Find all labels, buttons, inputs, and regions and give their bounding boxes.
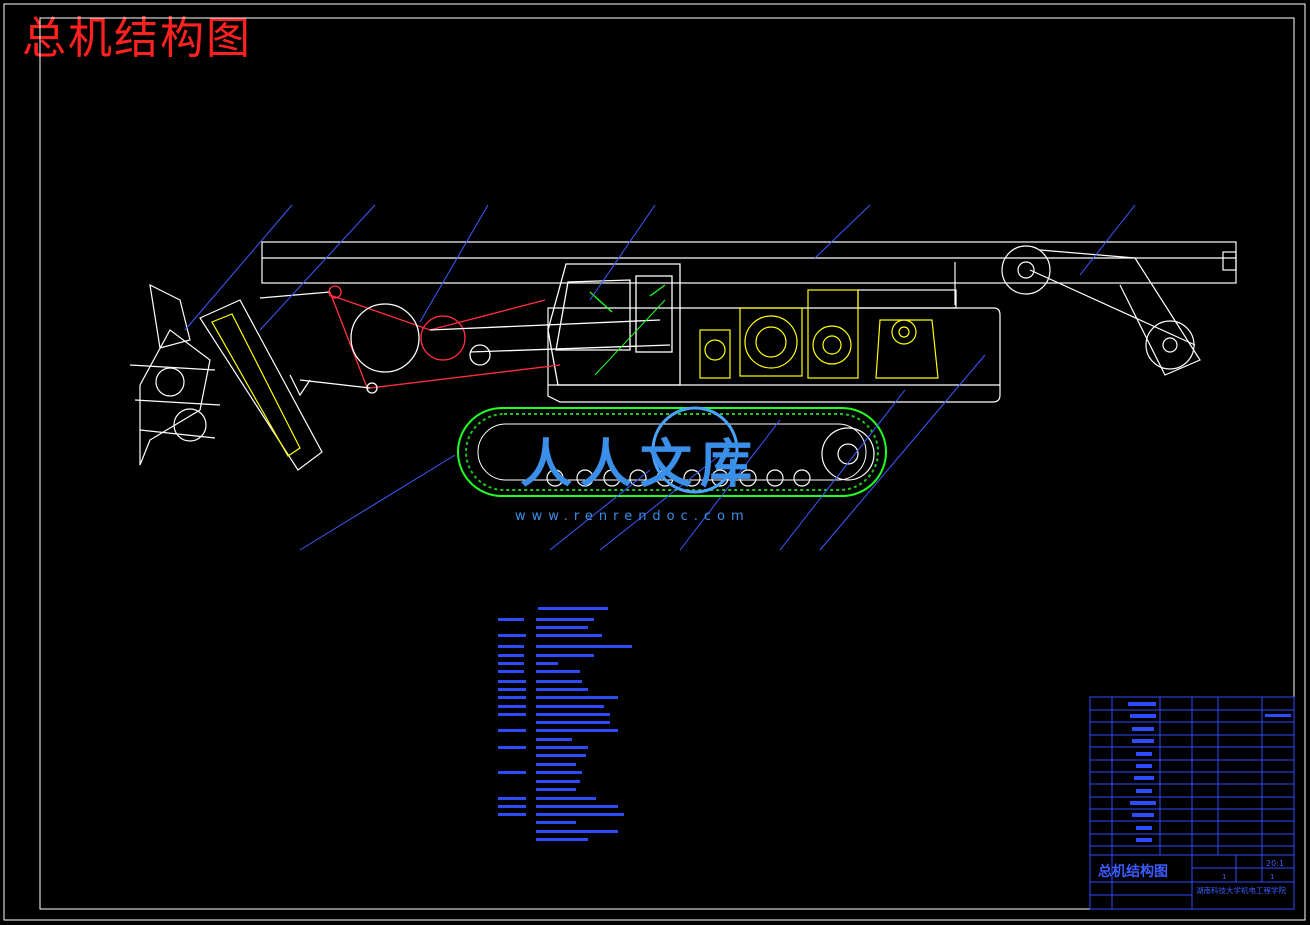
watermark: 人人文库 www.renrendoc.com (515, 406, 760, 524)
watermark-logo-text: 人人文库 (520, 435, 760, 495)
drawing-title: 总机结构图 (22, 13, 252, 64)
watermark-ring (651, 406, 739, 494)
watermark-url: www.renrendoc.com (515, 509, 750, 524)
boom-tail (1001, 245, 1201, 376)
inner-frame (39, 17, 1295, 910)
title-block-sheet-total: 1 (1270, 873, 1274, 881)
power-unit (699, 289, 939, 379)
machine-assembly (129, 204, 1237, 551)
title-block-drawing-name: 总机结构图 (1098, 863, 1168, 880)
tech-spec-block (498, 607, 632, 841)
boom-beam (261, 241, 1237, 305)
parts-list-entries (1128, 702, 1291, 842)
cutting-head (129, 283, 323, 471)
title-block-sheet: 1 (1222, 873, 1226, 881)
operator-cabin (547, 263, 681, 386)
linkage-arms (259, 285, 671, 394)
title-block (1089, 696, 1295, 910)
title-block-scale: 20:1 (1266, 859, 1284, 868)
leader-lines (184, 204, 1136, 551)
outer-frame (3, 3, 1306, 921)
title-block-school: 湖南科技大学机电工程学院 (1196, 885, 1286, 895)
